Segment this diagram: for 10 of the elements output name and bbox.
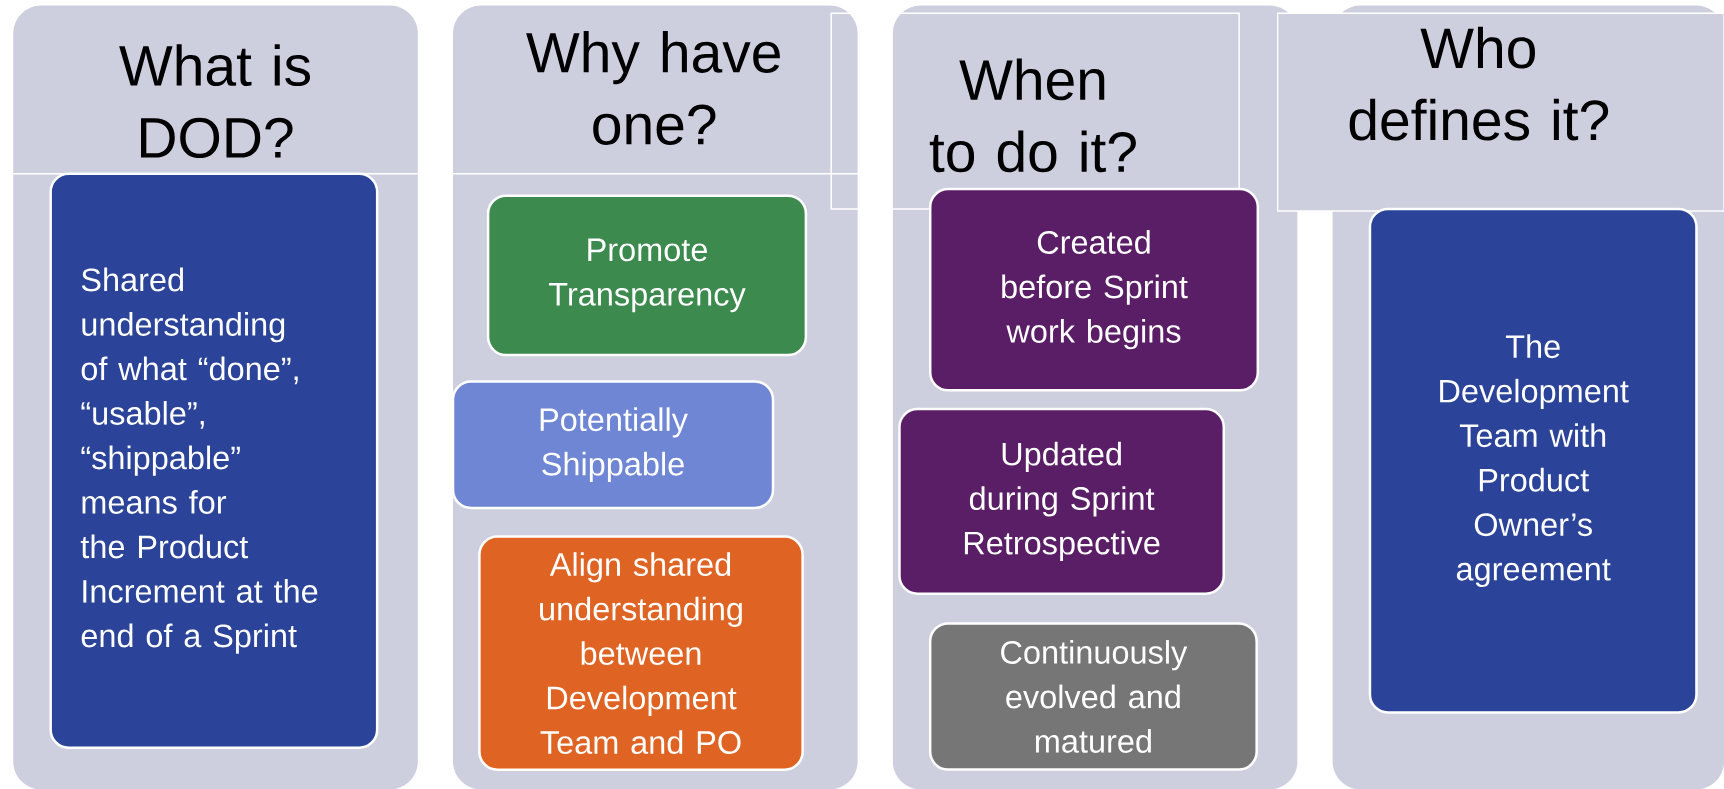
node-label: Who defines it? [1349, 26, 1609, 141]
text-box: Created before Sprint work begins [928, 187, 1260, 392]
text-box: Updated during Sprint Retrospective [898, 407, 1225, 595]
text-box: Potentially Shippable [451, 380, 775, 510]
text-box: The Development Team with Product Owner’s agreement [1368, 207, 1698, 714]
text-box: Align shared understanding between Development Team and PO [478, 535, 804, 771]
text-box: Continuously evolved and matured [928, 622, 1258, 771]
text-box: Promote Transparency [486, 194, 808, 357]
text-box: Shared understanding of what “done”, “usable”, “shippable” means for the Product Increment at the end of a Sprint [49, 172, 379, 749]
node-label: When to do it? [929, 58, 1136, 173]
